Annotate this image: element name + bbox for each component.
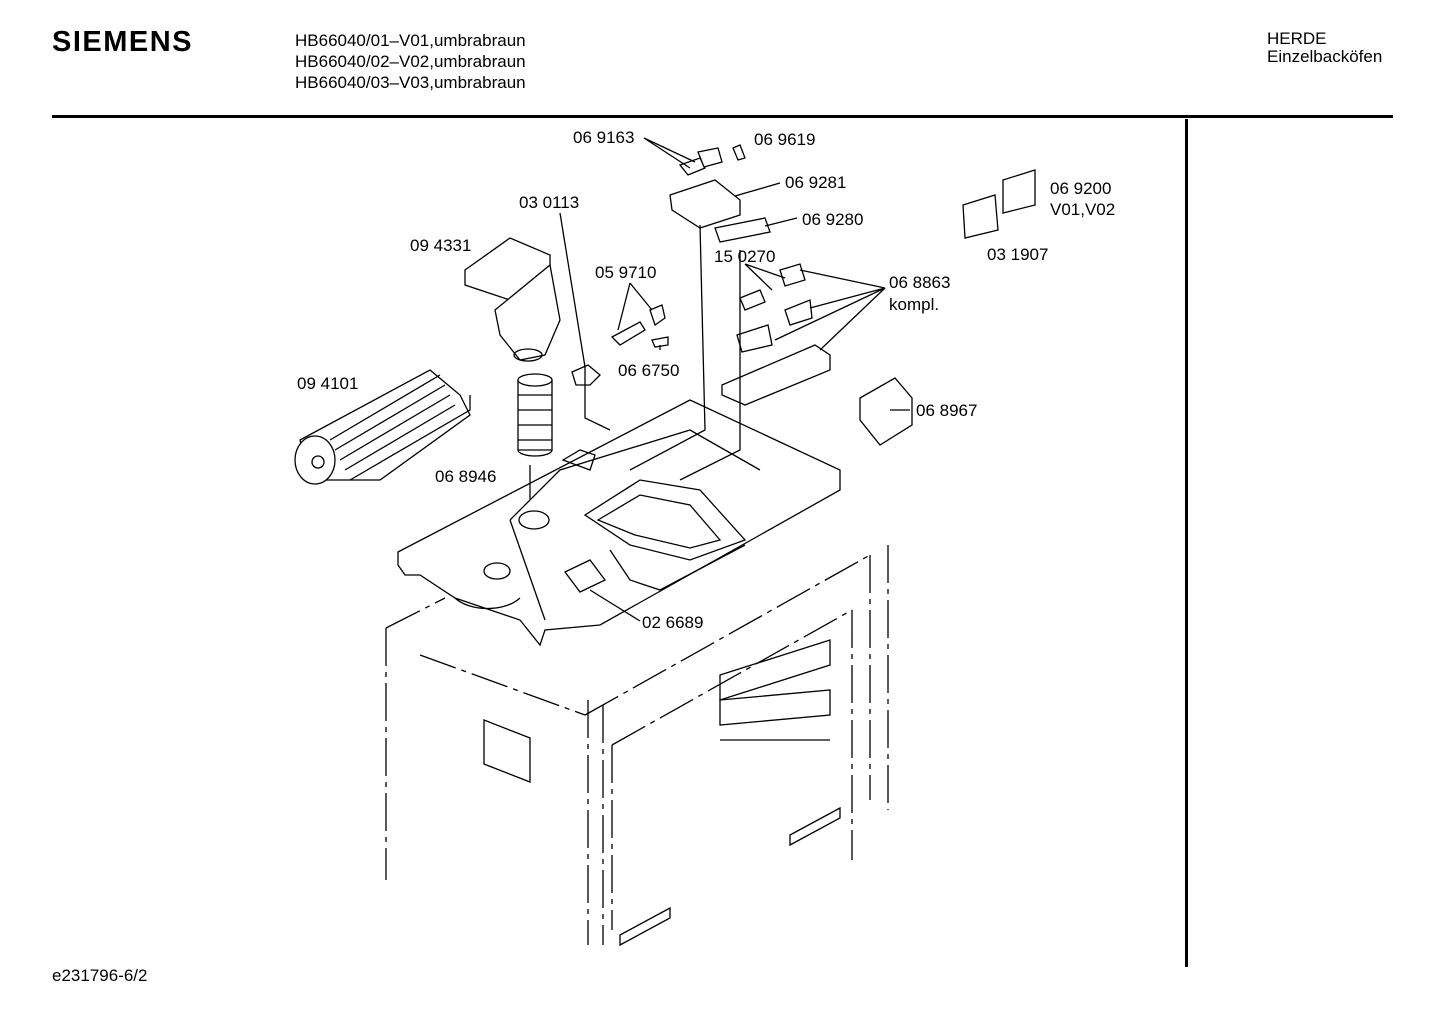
part-label: 06 9280 (802, 210, 863, 229)
header-divider (52, 115, 1393, 118)
part-label: 09 4331 (410, 236, 471, 255)
thermo-switch (571, 364, 601, 386)
part-label: 06 8863 (889, 273, 950, 292)
part-label: V01,V02 (1050, 200, 1115, 219)
relay-parts (962, 169, 1036, 239)
part-label: 06 9163 (573, 128, 634, 147)
door-lock-assembly (669, 144, 771, 243)
model-line: HB66040/03–V03,umbrabraun (295, 73, 526, 92)
part-label: 09 4101 (297, 374, 358, 393)
part-label: 03 0113 (519, 193, 579, 212)
oven-body (385, 545, 889, 947)
model-line: HB66040/02–V02,umbrabraun (295, 52, 526, 71)
terminal-strip (564, 559, 606, 593)
part-label: 02 6689 (642, 613, 703, 632)
part-label: 06 9200 (1050, 179, 1111, 198)
part-label: 06 6750 (618, 361, 679, 380)
part-label: 15 0270 (714, 247, 775, 266)
model-line: HB66040/01–V01,umbrabraun (295, 31, 526, 50)
part-label: 06 8946 (435, 467, 496, 486)
fan-wheel (517, 373, 553, 457)
category-main: HERDE (1267, 29, 1327, 48)
part-label: 05 9710 (595, 263, 656, 282)
document-id: e231796-6/2 (52, 966, 148, 985)
fan-duct (464, 237, 561, 362)
transformer (859, 377, 913, 446)
switch-block (721, 263, 831, 406)
part-label: 06 9619 (754, 130, 815, 149)
model-list: HB66040/01–V01,umbrabraun HB66040/02–V02… (295, 30, 526, 93)
siemens-logo: SIEMENS (52, 26, 194, 58)
tangential-fan (294, 369, 471, 485)
part-label: 03 1907 (987, 245, 1048, 264)
part-label: 06 8967 (916, 401, 977, 420)
leader-lines (529, 137, 910, 622)
part-label: 06 9281 (785, 173, 846, 192)
category-label: HERDE Einzelbacköfen (1267, 30, 1382, 66)
sidebar-divider (1185, 119, 1188, 967)
terminal-parts (610, 304, 669, 348)
part-label: kompl. (889, 295, 939, 314)
top-cover-plate (397, 399, 841, 647)
category-sub: Einzelbacköfen (1267, 47, 1383, 66)
part-labels: 06 9163 06 9619 06 9281 06 9280 03 0113 … (297, 128, 1115, 632)
